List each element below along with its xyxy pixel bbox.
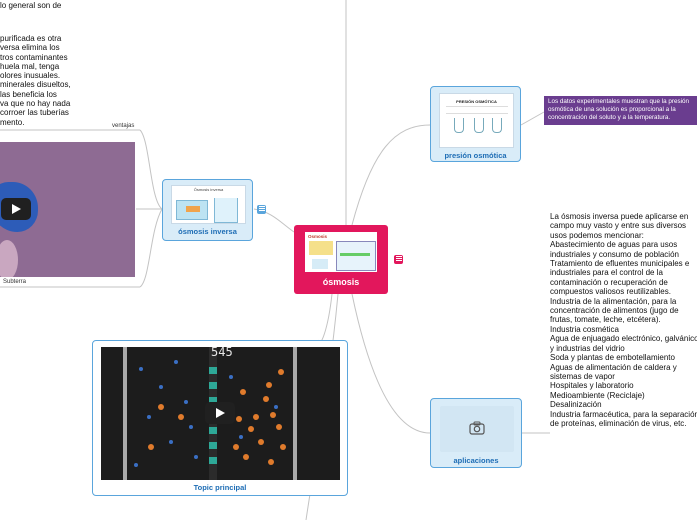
link-subterra xyxy=(139,208,163,288)
camera-icon xyxy=(469,421,485,435)
central-thumbnail: Osmosis xyxy=(305,232,377,272)
thumb-glass xyxy=(214,198,238,223)
link-central-video xyxy=(317,293,333,343)
aplicaciones-label: aplicaciones xyxy=(453,456,499,465)
link-central-aplicaciones xyxy=(351,293,431,434)
osmosis-inversa-thumbnail: Ósmosis inversa xyxy=(171,185,246,224)
link-presion-note xyxy=(520,111,545,126)
thumb-diagram xyxy=(336,241,376,271)
aplicaciones-text: La ósmosis inversa puede aplicarse en ca… xyxy=(550,212,697,428)
topic-aplicaciones[interactable]: aplicaciones xyxy=(430,398,522,468)
thumb-tube-3 xyxy=(492,118,502,133)
play-icon[interactable] xyxy=(1,198,31,220)
topic-osmosis-inversa[interactable]: Ósmosis inversa ósmosis inversa xyxy=(162,179,253,241)
play-icon-main[interactable] xyxy=(205,402,235,424)
subterra-label: Subterra xyxy=(3,279,27,285)
thumb-textbox xyxy=(309,241,333,255)
topic-principal-label: Topic principal xyxy=(193,483,247,492)
presion-thumb-title: PRESIÓN OSMÓTICA xyxy=(456,99,497,104)
thumb-tube-2 xyxy=(474,118,484,133)
presion-note: Los datos experimentales muestran que la… xyxy=(544,96,697,125)
presion-thumbnail: PRESIÓN OSMÓTICA xyxy=(439,93,514,148)
presion-label: presión osmótica xyxy=(444,151,507,160)
video-left-hand xyxy=(0,240,18,277)
osmosis-inversa-thumb-title: Ósmosis inversa xyxy=(193,187,224,192)
left-text-top: filtración lo general son de xyxy=(0,0,62,11)
thumb-membrane xyxy=(186,206,200,212)
topic-principal-video[interactable]: 545 Topic principal xyxy=(92,340,348,496)
link-central-presion xyxy=(351,124,431,226)
osmosis-inversa-label: ósmosis inversa xyxy=(178,227,237,236)
video-screen: 545 xyxy=(101,347,340,480)
topic-presion-osmotica[interactable]: PRESIÓN OSMÓTICA presión osmótica xyxy=(430,86,521,162)
central-label: ósmosis xyxy=(322,277,360,287)
note-icon[interactable] xyxy=(257,205,266,214)
left-text-body: purificada es otra versa elimina los tro… xyxy=(0,34,71,127)
link-inversa-ventajas xyxy=(139,129,163,210)
video-counter: 545 xyxy=(211,347,233,359)
thumb-beaker xyxy=(312,259,328,269)
central-thumb-title: Osmosis xyxy=(308,234,328,239)
thumb-tube-1 xyxy=(454,118,464,133)
video-left[interactable] xyxy=(0,142,135,277)
aplicaciones-image-placeholder xyxy=(440,406,514,452)
central-note-icon[interactable] xyxy=(394,255,403,264)
thumb-text-lines xyxy=(446,106,508,114)
thumb-membrane-line xyxy=(340,253,370,256)
ventajas-label: ventajas xyxy=(112,123,135,129)
central-topic-osmosis[interactable]: Osmosis ósmosis xyxy=(294,225,388,294)
